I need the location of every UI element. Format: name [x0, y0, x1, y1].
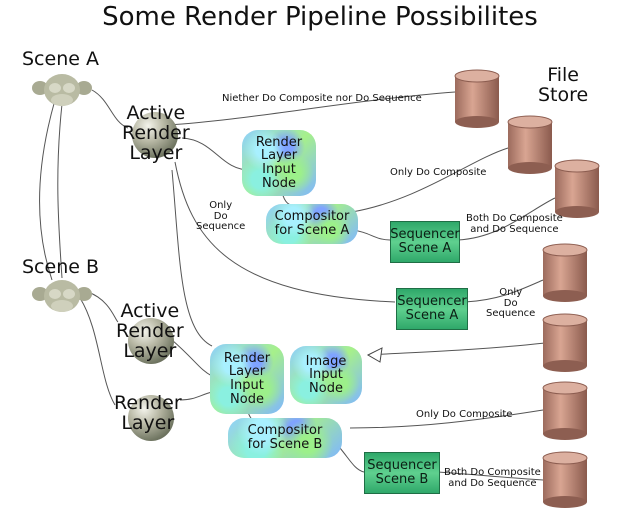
scene-b-label: Scene B [22, 256, 100, 278]
sequencer-scene-b: Sequencer Scene B [364, 452, 440, 494]
edge-label-only-composite-a: Only Do Composite [390, 167, 487, 178]
compositor-scene-b: Compositor for Scene B [228, 418, 342, 458]
scene-a-label: Scene A [22, 48, 99, 70]
edge-label-both-a: Both Do Composite and Do Sequence [466, 213, 563, 235]
sphere-icon [132, 112, 178, 158]
monkey-icon [32, 280, 92, 312]
render-layer-b: Render Layer [114, 392, 182, 434]
active-render-layer-a: Active Render Layer [122, 102, 190, 164]
render-layer-input-node-a: Render Layer Input Node [242, 130, 316, 196]
active-render-layer-b: Active Render Layer [116, 300, 184, 362]
edge-label-only-composite-b: Only Do Composite [416, 409, 513, 420]
monkey-icon [32, 74, 92, 106]
sequencer-scene-a-upper: Sequencer Scene A [390, 221, 460, 263]
sequencer-scene-a-lower: Sequencer Scene A [396, 288, 468, 330]
edge-label-only-sequence-right: Only Do Sequence [486, 287, 536, 319]
sphere-icon [128, 395, 174, 441]
compositor-scene-a: Compositor for Scene A [266, 204, 358, 244]
edge-label-both-b: Both Do Composite and Do Sequence [444, 467, 541, 489]
sphere-icon [128, 318, 174, 364]
arrow-head-icon [366, 347, 383, 363]
image-input-node: Image Input Node [290, 346, 362, 404]
page-title: Some Render Pipeline Possibilites [102, 2, 538, 32]
file-store-label: File Store [538, 64, 589, 106]
edge-label-only-sequence-left: Only Do Sequence [196, 200, 246, 232]
render-layer-input-node-b: Render Layer Input Node [210, 344, 284, 414]
edge-label-neither: Niether Do Composite nor Do Sequence [222, 93, 422, 104]
